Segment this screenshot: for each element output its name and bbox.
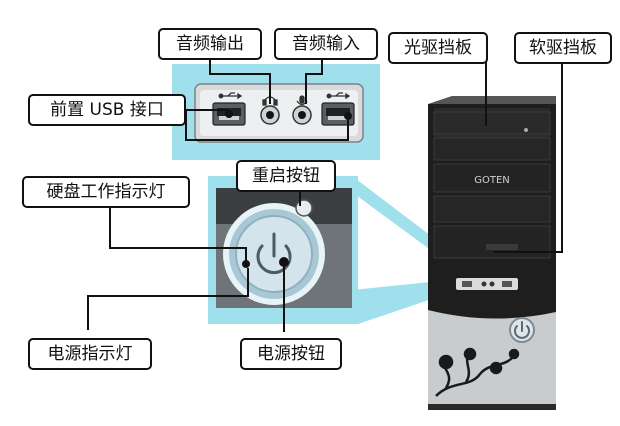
label-front-usb: 前置 USB 接口: [28, 94, 186, 126]
front-port-panel-zoom: [194, 83, 364, 143]
label-power-button: 电源按钮: [240, 338, 342, 370]
audio-in-jack[interactable]: [292, 105, 312, 125]
case-side-top: [428, 96, 556, 104]
optical-drive-bay-2[interactable]: [433, 137, 551, 161]
label-floppy-bay: 软驱挡板: [514, 32, 612, 64]
label-hdd-led: 硬盘工作指示灯: [22, 176, 190, 208]
label-audio-in: 音频输入: [274, 28, 378, 60]
leader-lines: [87, 58, 563, 332]
label-reset-button: 重启按钮: [236, 160, 336, 192]
flower-decoration: [435, 347, 520, 397]
usb-icon: [218, 92, 243, 100]
usb-port-right[interactable]: [321, 102, 355, 126]
audio-in-leader: [305, 58, 323, 104]
hdd-led-leader: [109, 206, 247, 264]
label-optical-bay: 光驱挡板: [388, 32, 488, 64]
case-brand-logo: GOTEN: [474, 175, 510, 186]
pc-case: GOTEN: [428, 96, 556, 410]
optical-drive-bay-1[interactable]: [433, 111, 551, 135]
label-audio-out: 音频输出: [158, 28, 262, 60]
usb-icon: [326, 92, 351, 100]
usb-leader: [185, 110, 349, 141]
audio-out-jack[interactable]: [260, 105, 280, 125]
label-power-led: 电源指示灯: [28, 338, 152, 370]
floppy-leader: [494, 60, 563, 253]
power-icon: [256, 232, 292, 275]
reset-button-zoom[interactable]: [295, 199, 313, 217]
audio-out-leader: [209, 58, 271, 104]
power-led-leader: [87, 268, 249, 330]
optical-drive-bay-3[interactable]: [433, 195, 551, 223]
brand-strip: [433, 163, 551, 193]
floppy-bay[interactable]: [433, 225, 551, 259]
